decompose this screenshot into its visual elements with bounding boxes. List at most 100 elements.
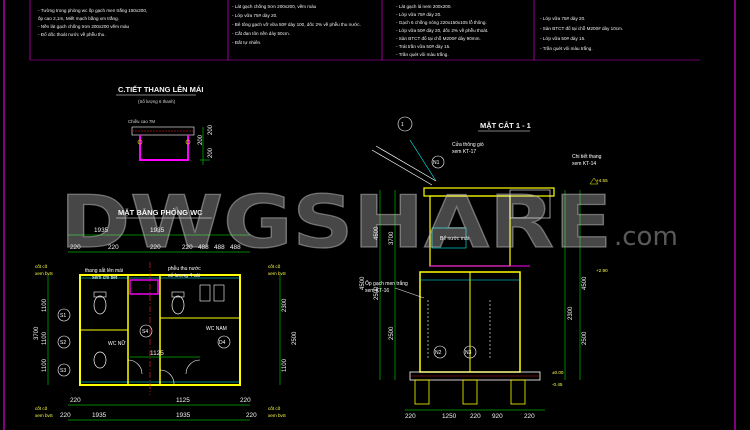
plan-dim-top: 220 [70, 244, 81, 251]
plan-dim-left: 1100 [42, 358, 48, 372]
plan-dim-bottom: 220 [246, 412, 257, 419]
section-label-roof: Chi tiết thang [572, 154, 602, 160]
section-dim-bottom: 220 [470, 413, 481, 420]
section-level: ±0.00 [552, 370, 564, 375]
plan-label-wc-nu: WC NỮ [108, 340, 126, 347]
plan-dim-top2: 488 [214, 244, 225, 251]
plan-dim-top: 220 [182, 244, 193, 251]
plan-label-cot: cốt cõ [268, 264, 281, 269]
notes-column-1: - Tường trong phòng wc ốp gạch men trắng… [38, 7, 147, 37]
section-tag: N3 [465, 350, 472, 356]
section-label-tank: Bể nước mái [440, 235, 469, 242]
watermark-main: DWGSHARE [60, 180, 612, 264]
note-line: - Trần quét vôi màu trắng. [396, 51, 449, 57]
grid-tag: D4 [219, 340, 226, 346]
notes-column-4: - Lớp vữa 75# dày 20. - Sàn BTCT đổ tại … [540, 16, 623, 51]
section-dim-right: 2300 [568, 306, 574, 320]
plan-label-bv: xem bvS [268, 271, 286, 276]
plan-label-stair: thang sắt lên mái [85, 267, 123, 274]
notes-column-2: - Lát gạch chống trơn 200x200, vẽm màu -… [232, 4, 361, 45]
section-level: +4.55 [596, 178, 608, 183]
section-dim-bottom: 220 [405, 413, 416, 420]
note-line: - Tường trong phòng wc ốp gạch men trắng… [38, 7, 147, 13]
plan-dim-left: 1100 [42, 331, 48, 345]
note-line: ốp cao 2,1m, Miết mạch bằng xm trắng. [38, 15, 119, 21]
section-title: MẶT CẮT 1 - 1 [480, 121, 531, 130]
section-level: +2.90 [596, 268, 608, 273]
section-title-group: MẶT CẮT 1 - 1 [478, 121, 531, 132]
section-dim-right: 2500 [582, 331, 588, 345]
wc-floor-plan[interactable]: 1935 1935 220 220 220 220 488 488 488 S1… [34, 227, 298, 421]
section-tag: N2 [435, 350, 442, 356]
plan-dim-left: 1100 [42, 298, 48, 312]
section-dim-left: 4500 [374, 226, 380, 240]
section-tag: 1 [401, 122, 404, 128]
note-line: - Gạch 6 chống nóng 220x150x105 lỗ thông… [396, 19, 487, 25]
section-label-floor2: xem KT-16 [365, 288, 389, 294]
plan-label-cot: cốt cõ [35, 264, 48, 269]
note-line: - Nền lát gạch chống trơn 200x200 vẽm mà… [38, 24, 130, 29]
note-line: - Lớp vữa 50# dày 15. [540, 36, 585, 41]
note-line: - Lát gạch lá nem 200x200. [396, 4, 452, 9]
plan-label-drain2: số lượng 4 cái [168, 273, 200, 279]
section-dim-right: 4500 [582, 276, 588, 290]
plan-dim-bottom: 1935 [176, 412, 191, 419]
plan-label-bv: xem bvS [35, 271, 53, 276]
watermark-suffix: .com [614, 222, 678, 252]
plan-label-wc-nam: WC NAM [206, 326, 227, 332]
note-line: - Trát trần vữa 50# dày 15. [396, 44, 450, 49]
section-label-roof2: xem KT-14 [572, 161, 596, 167]
note-line: - Lớp vữa 75# dày 20. [232, 13, 277, 18]
plan-dim-right: 2300 [282, 298, 288, 312]
note-line: - Sàn BTCT đổ tại chỗ M200# dày 10cm. [540, 25, 623, 31]
plan-dim-bottom: 220 [70, 397, 81, 404]
stair-dim: 200 [208, 124, 214, 135]
section-dim-left: 2500 [389, 326, 395, 340]
grid-tag: S4 [142, 329, 148, 335]
plan-label-bv: xem bvS [268, 413, 286, 418]
plan-dim-left: 3700 [34, 326, 40, 340]
section-dim-bottom: 220 [524, 413, 535, 420]
section-label-floor: Ốp gạch men trắng [365, 280, 408, 287]
plan-dim-top: 1935 [94, 227, 109, 234]
plan-dim-top2: 488 [230, 244, 241, 251]
plan-label-cot: cốt cõ [35, 406, 48, 411]
section-1-1[interactable]: 1 N1 N2 N3 Bể nước mái Cửa thông gió xem… [360, 116, 608, 420]
section-dim-left: 3700 [389, 231, 395, 245]
section-dim-left: 2500 [374, 286, 380, 300]
grid-tag: S3 [60, 368, 66, 374]
section-level: -0.45 [552, 382, 563, 387]
plan-title-group: MẶT BẰNG PHÒNG WC [116, 208, 212, 219]
stair-detail-label: Chiều cao 7M [128, 119, 155, 124]
note-line: - Bê tông gạch vỡ vữa 50# dày 100, dốc 2… [232, 21, 361, 27]
plan-label-cot: cốt cõ [268, 406, 281, 411]
watermark: DWGSHARE .com [59, 179, 678, 264]
plan-label-drain: phễu thu nước [168, 265, 201, 272]
stair-dim: 200 [208, 147, 214, 158]
plan-dim-right: 1100 [282, 358, 288, 372]
note-line: - Lát gạch chống trơn 200x200, vẽm màu [232, 4, 317, 9]
note-line: - Đất tự nhiên. [232, 40, 261, 45]
section-label-wall2: xem KT-17 [452, 149, 476, 155]
note-line: - Cắt đan tôn nền dày 50cm. [232, 30, 290, 36]
note-line: - Trần quét vôi màu trắng. [540, 45, 593, 51]
section-label-wall: Cửa thông gió [452, 141, 484, 148]
plan-label-bv: xem bvS [35, 413, 53, 418]
note-line: - Lớp vữa 75# dày 20. [540, 16, 585, 21]
note-line: - Lớp vữa 75# dày 20. [396, 12, 441, 17]
plan-dim-bottom: 220 [60, 412, 71, 419]
stair-detail-subtitle: (Số lượng 6 thanh) [138, 99, 176, 104]
plan-dim-top: 220 [108, 244, 119, 251]
section-dim-left: 4500 [360, 276, 366, 290]
plan-dim-right: 2500 [292, 331, 298, 345]
plan-dim-inner: 1125 [150, 350, 164, 357]
stair-dim: 200 [198, 134, 204, 145]
plan-title: MẶT BẰNG PHÒNG WC [118, 208, 203, 217]
plan-dim-bottom: 220 [240, 397, 251, 404]
section-tag: N1 [433, 160, 440, 166]
stair-detail[interactable]: C.TIẾT THANG LÊN MÁI (Số lượng 6 thanh) … [116, 84, 214, 165]
grid-tag: S2 [60, 340, 66, 346]
plan-dim-top2: 488 [198, 244, 209, 251]
plan-dim-top: 220 [150, 244, 161, 251]
